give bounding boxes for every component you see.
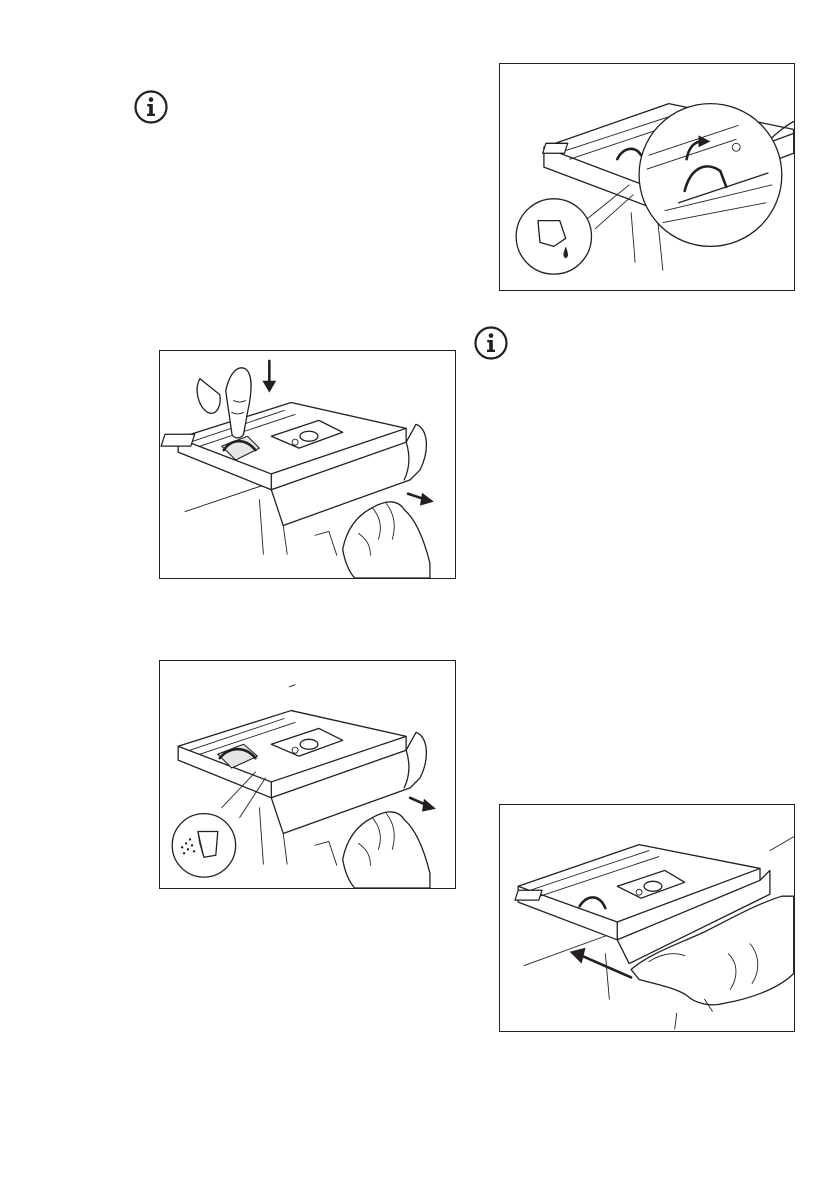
info-icon	[134, 90, 168, 124]
pull-arrow-icon	[410, 798, 436, 812]
figure-push-drawer-in	[499, 804, 795, 1032]
liquid-detergent-icon	[516, 199, 591, 274]
pull-arrow-icon	[408, 493, 434, 506]
figure-liquid-detergent-flap	[499, 63, 795, 291]
info-icon	[474, 326, 508, 360]
push-arrow-icon	[570, 948, 631, 978]
press-arrow-icon	[262, 361, 276, 393]
figure-press-lever-pull-drawer	[159, 350, 456, 579]
figure-powder-detergent-position	[159, 660, 456, 889]
powder-detergent-icon	[172, 814, 235, 877]
